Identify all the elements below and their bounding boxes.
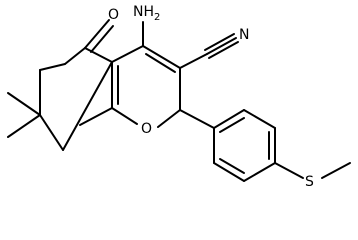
bond-c2-phenyl <box>179 109 215 129</box>
amino-label: NH2 <box>133 4 160 23</box>
nitrile-nitrogen-label: N <box>239 27 249 43</box>
ring-oxygen-label: O <box>141 121 152 137</box>
bond-cn-triple-2 <box>204 33 235 51</box>
sulfur-label: S <box>305 174 314 190</box>
bond-c4a-c5 <box>84 47 113 63</box>
gem-dimethyl <box>7 92 41 138</box>
bond-c4a-c4 <box>111 45 144 63</box>
bond-c4-c3 <box>142 45 181 69</box>
bond-c8a-c4a <box>62 61 113 151</box>
molecule-drawing: NH2 O N O S <box>7 4 351 190</box>
bond-ph-2 <box>243 109 276 129</box>
bond-c3-cn <box>179 53 208 69</box>
bond-cn-triple-1 <box>206 37 237 55</box>
bond-ph-s <box>274 162 304 179</box>
bond-cn-triple-3 <box>208 41 239 59</box>
nitrile-group <box>179 33 239 69</box>
methylthio-group <box>274 162 351 179</box>
bond-c5-c6 <box>64 47 86 65</box>
bond-c7-methyl-a <box>7 92 41 116</box>
bond-c4-c3-inner <box>145 53 176 73</box>
bond-ph-inner-a <box>219 117 245 133</box>
ketone-group <box>84 19 114 53</box>
bond-c7-methyl-b <box>7 114 41 138</box>
bond-c2-o1 <box>157 109 181 128</box>
bond-c5-o-1 <box>84 19 110 49</box>
bond-c6-c7 <box>39 63 66 71</box>
bond-ph-4 <box>243 162 276 182</box>
bond-c8-c8a <box>39 114 64 151</box>
bond-c8a-c8 <box>79 107 113 126</box>
bond-c5-o-2 <box>90 25 114 53</box>
structure-canvas: NH2 O N O S <box>7 4 351 190</box>
pyran-ring <box>79 45 181 128</box>
cyclohexanone-ring <box>39 47 113 151</box>
bond-ph-5 <box>213 162 245 182</box>
bond-s-ch3 <box>321 162 351 179</box>
bond-ph-1 <box>213 109 245 129</box>
bond-o1-c8a <box>111 107 138 125</box>
phenyl-ring <box>213 109 276 182</box>
bond-ph-inner-c <box>219 158 245 174</box>
ketone-oxygen-label: O <box>108 7 119 23</box>
